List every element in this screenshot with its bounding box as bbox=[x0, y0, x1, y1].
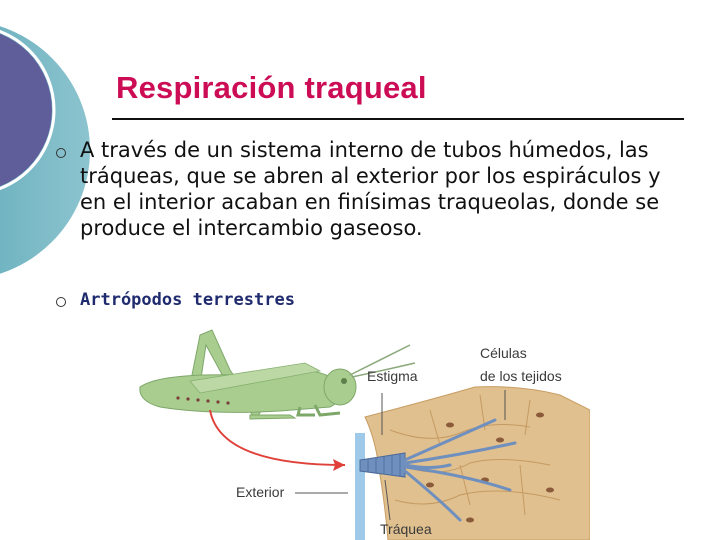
trachea-illustration bbox=[355, 386, 590, 540]
bullet-circle-icon bbox=[56, 297, 66, 307]
label-exterior: Exterior bbox=[236, 484, 285, 500]
label-estigma: Estigma bbox=[367, 368, 418, 384]
page-title: Respiración traqueal bbox=[116, 70, 427, 105]
bullet-text-terrestrial-arthropods: Artrópodos terrestres bbox=[80, 290, 295, 310]
tracheal-system-figure: Estigma Células de los tejidos Exterior … bbox=[139, 329, 590, 540]
white-ring bbox=[0, 29, 56, 191]
purple-circle bbox=[0, 33, 52, 187]
label-celulas-line2: de los tejidos bbox=[480, 368, 562, 384]
label-celulas-line1: Células bbox=[480, 345, 527, 361]
curved-arrow bbox=[209, 409, 346, 466]
grasshopper-illustration bbox=[139, 329, 416, 420]
label-traquea: Tráquea bbox=[380, 521, 432, 537]
title-underline bbox=[112, 118, 684, 120]
bullet-text-tracheal-system: A través de un sistema interno de tubos … bbox=[80, 138, 661, 240]
bullet-circle-icon bbox=[56, 148, 66, 158]
